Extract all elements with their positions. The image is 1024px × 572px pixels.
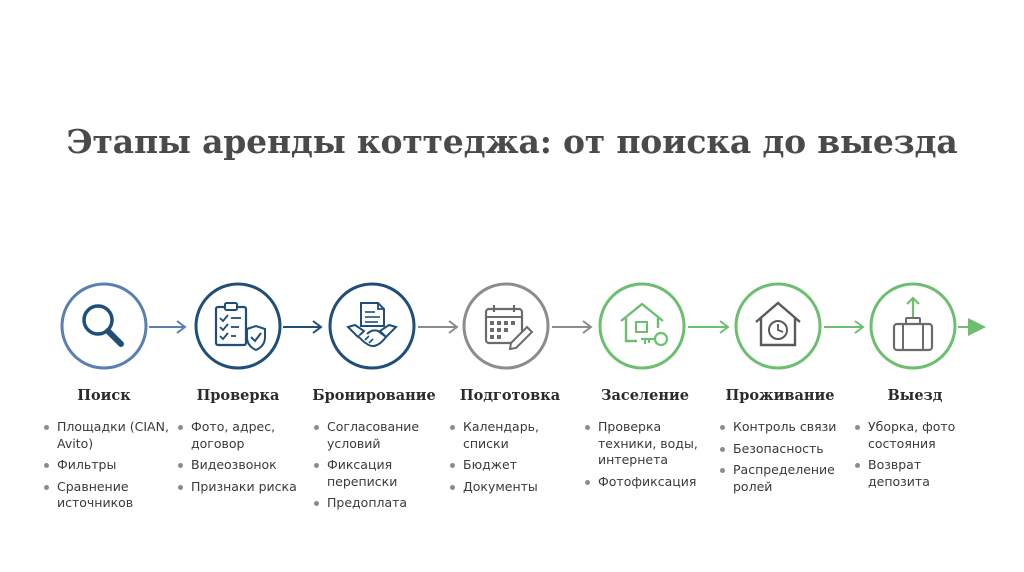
arrow-podgotovka-zaselenie	[552, 320, 593, 334]
bullet-item: Возврат депозита	[840, 457, 990, 490]
stage-bullets: Календарь, списки Бюджет Документы	[435, 419, 585, 495]
bullet-item: Фиксация переписки	[299, 457, 449, 490]
bullet-item: Сравнение источников	[29, 479, 179, 512]
arrow-poisk-proverka	[149, 320, 187, 334]
page-title: Этапы аренды коттеджа: от поиска до выез…	[66, 122, 958, 161]
stage-prozhivanie: Проживание Контроль связи Безопасность Р…	[705, 385, 855, 500]
stage-title: Бронирование	[312, 387, 436, 404]
bullet-item: Согласование условий	[299, 419, 449, 452]
bullet-item: Бюджет	[435, 457, 585, 474]
house-clock-icon	[734, 282, 822, 370]
bullet-item: Календарь, списки	[435, 419, 585, 452]
stage-podgotovka: Подготовка Календарь, списки Бюджет Доку…	[435, 385, 585, 500]
suitcase-arrow-icon	[869, 282, 957, 370]
stage-poisk: Поиск Площадки (CIAN, Avito) Фильтры Сра…	[29, 385, 179, 517]
bullet-item: Фотофиксация	[570, 474, 720, 491]
arrow-bron-podgotovka	[418, 320, 459, 334]
arrow-proverka-bron	[283, 320, 323, 334]
bullet-item: Видеозвонок	[163, 457, 313, 474]
bullet-item: Проверка техники, воды, интернета	[570, 419, 720, 469]
stage-title: Выезд	[887, 387, 943, 404]
arrow-final	[958, 318, 986, 336]
stage-title: Поиск	[77, 387, 131, 404]
bullet-item: Площадки (CIAN, Avito)	[29, 419, 179, 452]
bullet-item: Контроль связи	[705, 419, 855, 436]
stage-zaselenie: Заселение Проверка техники, воды, интерн…	[570, 385, 720, 495]
stage-bullets: Контроль связи Безопасность Распределени…	[705, 419, 855, 495]
stage-title: Заселение	[601, 387, 689, 404]
magnifier-icon	[60, 282, 148, 370]
stage-bullets: Уборка, фото состояния Возврат депозита	[840, 419, 990, 490]
bullet-item: Фото, адрес, договор	[163, 419, 313, 452]
stage-bullets: Фото, адрес, договор Видеозвонок Признак…	[163, 419, 313, 495]
house-key-icon	[598, 282, 686, 370]
bullet-item: Признаки риска	[163, 479, 313, 496]
checklist-shield-icon	[194, 282, 282, 370]
stage-title: Подготовка	[459, 387, 561, 404]
stage-proverka: Проверка Фото, адрес, договор Видеозвоно…	[163, 385, 313, 500]
stage-bullets: Площадки (CIAN, Avito) Фильтры Сравнение…	[29, 419, 179, 512]
stage-vyezd: Выезд Уборка, фото состояния Возврат деп…	[840, 385, 990, 495]
bullet-item: Документы	[435, 479, 585, 496]
handshake-document-icon	[328, 282, 416, 370]
stage-title: Проживание	[725, 387, 835, 404]
bullet-item: Предоплата	[299, 495, 449, 512]
bullet-item: Безопасность	[705, 441, 855, 458]
arrow-zaselenie-prozhivanie	[688, 320, 730, 334]
bullet-item: Фильтры	[29, 457, 179, 474]
arrow-prozhivanie-vyezd	[824, 320, 865, 334]
bullet-item: Распределение ролей	[705, 462, 855, 495]
stage-bronirovanie: Бронирование Согласование условий Фиксац…	[299, 385, 449, 517]
stage-bullets: Проверка техники, воды, интернета Фотофи…	[570, 419, 720, 490]
stage-flow	[60, 282, 986, 370]
stage-bullets: Согласование условий Фиксация переписки …	[299, 419, 449, 512]
stage-title: Проверка	[196, 387, 280, 404]
calendar-pencil-icon	[462, 282, 550, 370]
bullet-item: Уборка, фото состояния	[840, 419, 990, 452]
